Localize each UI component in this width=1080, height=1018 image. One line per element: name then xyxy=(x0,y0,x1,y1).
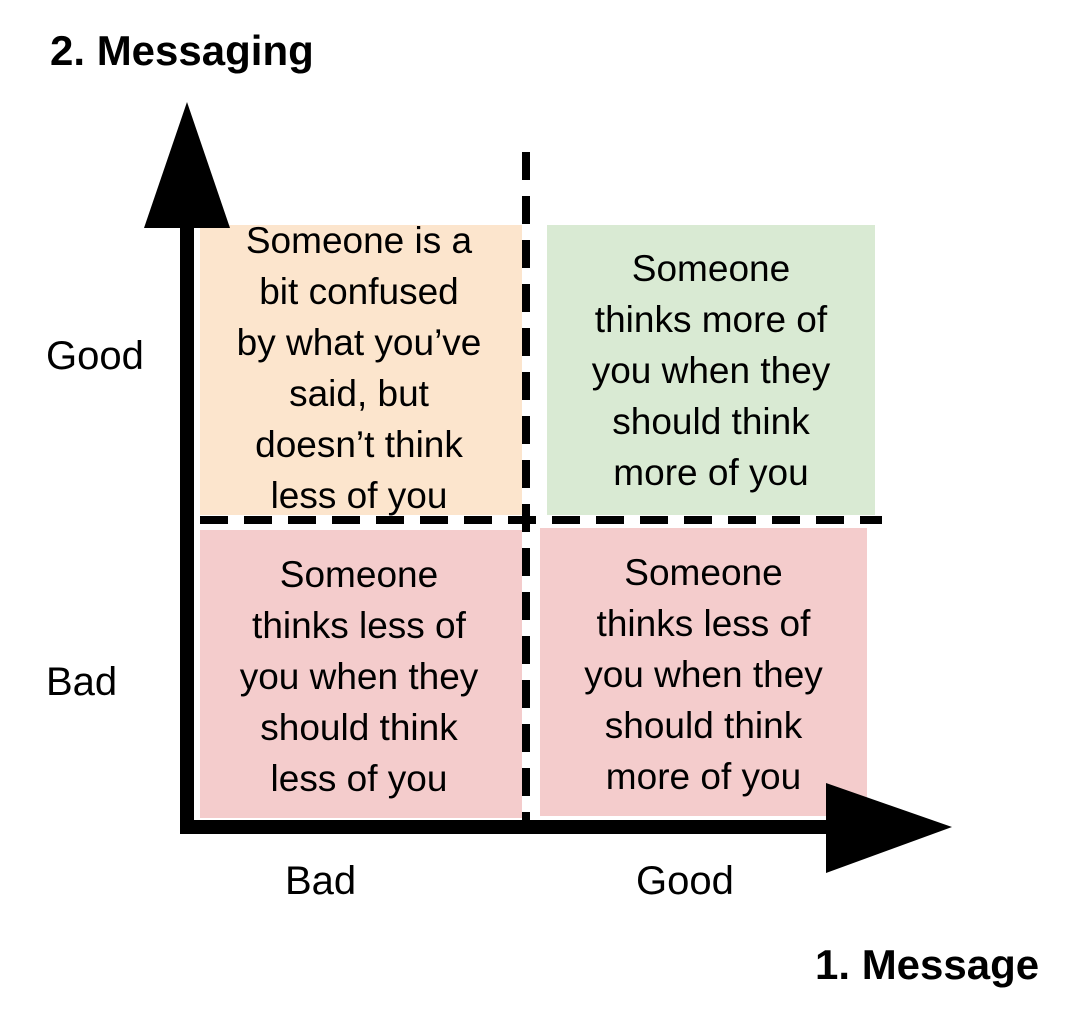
quadrant-bottom-left-text: Someone thinks less of you when they sho… xyxy=(239,553,479,799)
x-tick-good: Good xyxy=(636,859,734,903)
x-axis-line xyxy=(180,820,830,834)
y-axis-line xyxy=(180,220,194,834)
y-axis-arrowhead xyxy=(144,102,230,228)
y-tick-good: Good xyxy=(46,334,144,378)
quadrant-bottom-left-bg xyxy=(200,530,522,818)
quadrant-top-left-bg xyxy=(200,225,522,515)
x-tick-bad: Bad xyxy=(285,859,357,903)
y-axis-title: 2. Messaging xyxy=(50,27,314,74)
quadrant-bottom-right-bg xyxy=(540,528,867,816)
quadrant-top-right-bg xyxy=(547,225,875,515)
y-tick-bad: Bad xyxy=(46,660,118,704)
quadrant-top-right-text: Someone thinks more of you when they sho… xyxy=(591,247,831,493)
x-axis-title: 1. Message xyxy=(815,941,1040,988)
quadrant-top-left-text: Someone is a bit confused by what you’ve… xyxy=(236,220,482,516)
x-axis-arrowhead xyxy=(826,783,952,873)
quadrant-bottom-right-text: Someone thinks less of you when they sho… xyxy=(584,551,823,797)
